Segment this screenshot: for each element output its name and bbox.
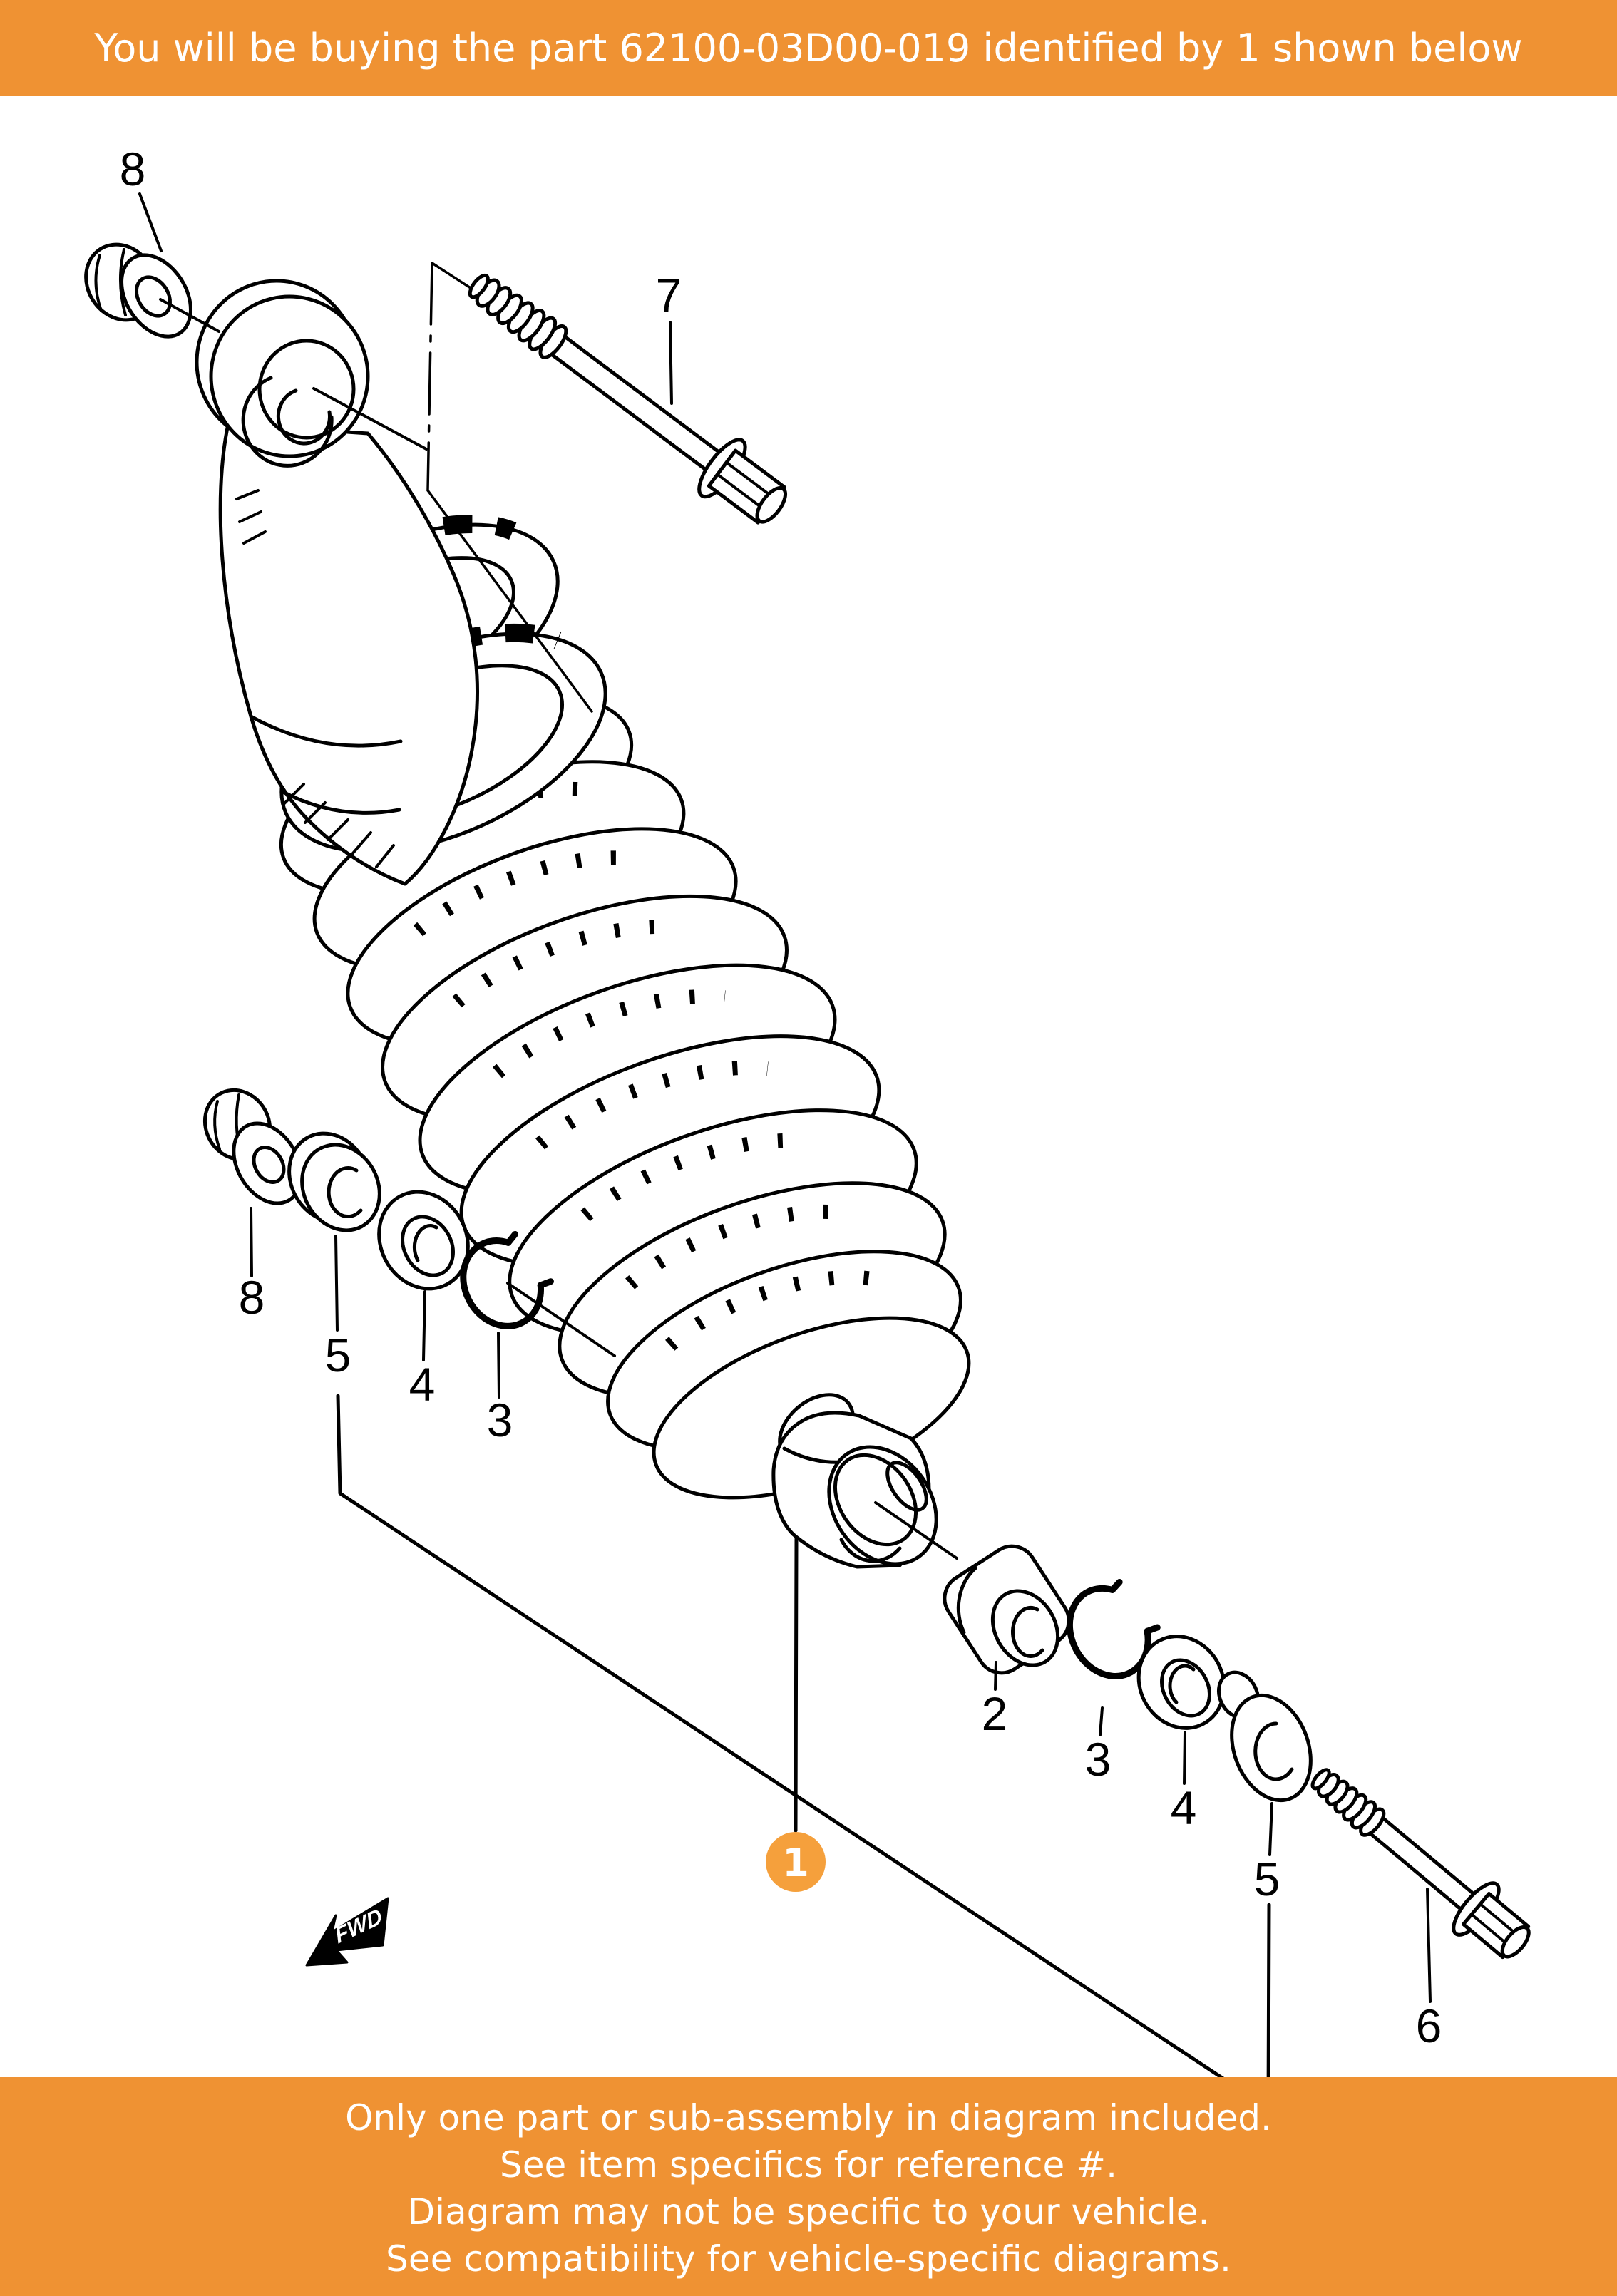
callout-5-left: 5: [325, 1329, 351, 1381]
callout-6: 6: [1416, 1999, 1442, 2052]
callout-2: 2: [982, 1687, 1008, 1740]
boot-rib-ticks: [235, 489, 395, 868]
bottom-banner: Only one part or sub-assembly in diagram…: [0, 2077, 1617, 2296]
footer-line: See compatibility for vehicle-specific d…: [386, 2238, 1231, 2280]
shock-bottom-eye: [771, 1393, 938, 1569]
bolt-axis-lines: [426, 262, 593, 713]
left-snap-ring: [460, 1230, 554, 1329]
lower-mounting-bolt: [1310, 1768, 1531, 1960]
callout-5-right: 5: [1254, 1853, 1280, 1905]
upper-mounting-bolt: [468, 273, 788, 525]
assembly-bracket-lines: [336, 1394, 1271, 2111]
banner-text: You will be buying the part 62100-03D00-…: [94, 26, 1523, 71]
left-cap-nut: [202, 1088, 303, 1205]
callout-3-right: 3: [1085, 1733, 1112, 1786]
part-callouts: 8 7 8 5 4 3 2 3 4 5 6: [120, 143, 1442, 2052]
callout-8-top: 8: [120, 143, 146, 195]
left-oil-seal: [377, 1190, 470, 1291]
pivot-bearing: [943, 1544, 1071, 1675]
shock-absorber-spring: [279, 693, 971, 1500]
callout-3-left: 3: [487, 1394, 513, 1446]
highlight-number: 1: [782, 1841, 809, 1885]
callout-8-left: 8: [239, 1271, 265, 1324]
right-oil-seal: [1136, 1635, 1226, 1730]
highlight-circle: [766, 1832, 826, 1892]
top-mount-nut: [84, 242, 192, 339]
callout-4-left: 4: [409, 1358, 436, 1411]
part-1-highlight-badge: 1: [766, 1832, 826, 1892]
footer-line: Diagram may not be specific to your vehi…: [407, 2191, 1210, 2233]
damper-body: [218, 422, 480, 886]
right-spacer-washer: [1217, 1670, 1313, 1803]
footer-line: Only one part or sub-assembly in diagram…: [345, 2097, 1272, 2138]
footer-line: See item specifics for reference #.: [500, 2144, 1117, 2186]
shock-top-eye: [195, 279, 370, 468]
callout-7: 7: [656, 269, 682, 321]
fwd-arrow-icon: FWD: [305, 1897, 389, 1967]
callout-leader-lines: [138, 192, 1432, 2003]
top-banner: You will be buying the part 62100-03D00-…: [0, 0, 1617, 96]
callout-4-right: 4: [1171, 1781, 1197, 1834]
left-spacer-bushing: [287, 1131, 381, 1232]
